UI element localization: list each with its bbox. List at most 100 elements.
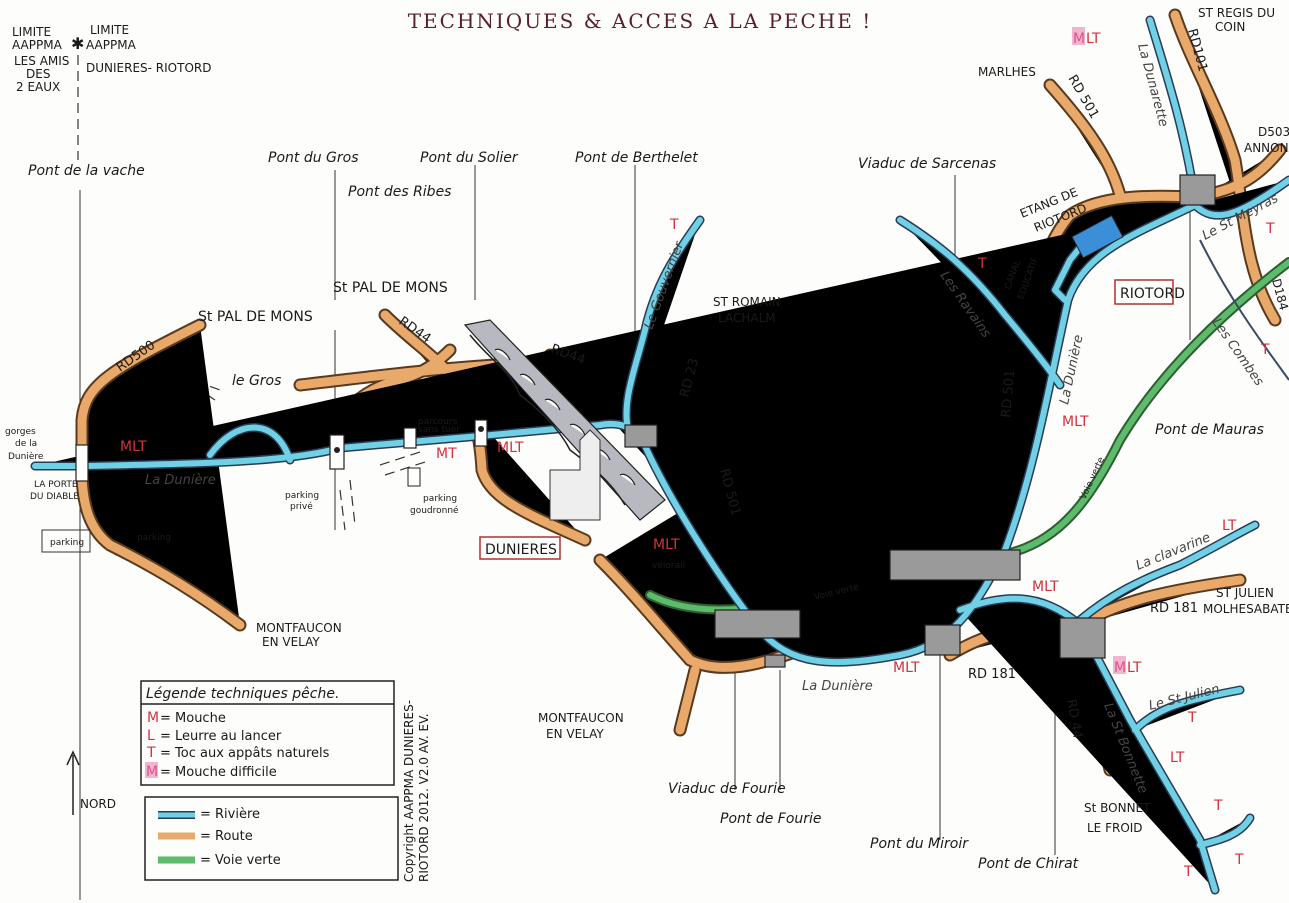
technique-code: MLT [1032, 579, 1059, 595]
road-d503: D503 [1258, 125, 1289, 139]
limit-star-icon: ✱ [71, 34, 84, 53]
bridge-labels: Pont de la vache Pont du Gros Pont des R… [28, 150, 1264, 872]
dunieres-viaduct [463, 319, 666, 521]
limit-left-4: DES [26, 67, 50, 81]
technique-code: LT [1086, 31, 1101, 47]
place-st-julien-1: ST JULIEN [1216, 586, 1274, 600]
legend-key-m: M [147, 710, 159, 726]
place-parking-goudronne-2: goudronné [410, 505, 459, 516]
legend-label-leurre: = Leurre au lancer [160, 729, 282, 744]
place-gorges-2: de la [15, 439, 37, 449]
legend-label-toc: = Toc aux appâts naturels [160, 746, 330, 761]
place-parking-1: parking [50, 538, 84, 548]
north-label: NORD [80, 797, 116, 811]
technique-code: MLT [893, 660, 920, 676]
place-parking-2: parking [137, 533, 171, 543]
technique-code: MLT [120, 439, 147, 455]
place-st-regis-2: COIN [1215, 20, 1245, 34]
place-velorail: vélorail [652, 560, 685, 571]
legend-key-m-difficult: M [146, 764, 158, 780]
legend-greenway-label: = Voie verte [200, 853, 281, 868]
place-st-bonnet-2: LE FROID [1087, 821, 1143, 835]
road-rd501-b: RD 501 [999, 369, 1018, 418]
limit-right-1: LIMITE [90, 23, 129, 37]
technique-code: T [977, 256, 987, 272]
place-marlhes: MARLHES [978, 65, 1036, 79]
technique-code: T [1187, 710, 1197, 726]
technique-code: MT [436, 446, 457, 462]
technique-code: MLT [497, 440, 524, 456]
place-gorges-3: Dunière [8, 451, 44, 462]
limit-left-1: LIMITE [12, 25, 51, 39]
bridge-viaduc-de-sarcenas: Viaduc de Sarcenas [858, 156, 996, 172]
place-parcours-1: parcours [418, 417, 458, 427]
technique-difficult-m: M [1114, 660, 1126, 676]
technique-code: LT [1127, 660, 1142, 676]
road-rd181-b: RD 181 [1150, 601, 1198, 616]
place-montfaucon-1a: MONTFAUCON [256, 621, 342, 635]
technique-code: T [1183, 864, 1193, 880]
etang-riotord-pond [1071, 214, 1124, 259]
rivers [35, 20, 1289, 890]
place-annonay: ANNONAY [1244, 141, 1289, 155]
legend-title: Légende techniques pêche. [146, 686, 339, 702]
technique-codes: MLT MT MLT MLT M LT MLT MLT MLT M LT LT … [120, 27, 1275, 880]
legend-label-mouche-difficile: = Mouche difficile [160, 765, 277, 780]
road-rd44-c: RD 44 [1063, 698, 1085, 740]
bridge-pont-du-gros: Pont du Gros [268, 150, 359, 166]
place-dunieres: DUNIERES [485, 542, 557, 558]
place-montfaucon-1b: EN VELAY [262, 635, 320, 649]
limit-right-2: AAPPMA [86, 38, 137, 52]
place-st-regis-1: ST REGIS DU [1198, 6, 1275, 20]
river-la-duniere-b: La Dunière [802, 679, 873, 694]
legend-key-t: T [146, 745, 156, 761]
river-la-duniere-a: La Dunière [145, 473, 216, 488]
limit-right-3: DUNIERES- RIOTORD [86, 61, 211, 75]
bridge-pont-de-fourie: Pont de Fourie [720, 811, 822, 827]
technique-code: T [669, 217, 679, 233]
place-parking-goudronne-1: parking [423, 494, 457, 504]
legend-road-label: = Route [200, 829, 253, 844]
bridge-pont-des-ribes: Pont des Ribes [348, 184, 451, 200]
place-st-pal-de-mons-1: St PAL DE MONS [198, 309, 313, 325]
technique-code: T [1234, 852, 1244, 868]
place-st-romain-1: ST ROMAIN [713, 295, 781, 309]
place-riotord: RIOTORD [1120, 286, 1185, 302]
difficult-fly-marker [1113, 656, 1126, 674]
technique-code: MLT [1062, 414, 1089, 430]
place-porte-diable-2: DU DIABLE [30, 492, 79, 502]
place-parking-prive-2: privé [290, 501, 313, 512]
technique-code: MLT [653, 537, 680, 553]
road-rd181-a: RD 181 [968, 667, 1016, 682]
place-st-bonnet-1: St BONNET [1084, 801, 1151, 815]
place-le-gros: le Gros [232, 373, 281, 389]
place-st-pal-de-mons-2: St PAL DE MONS [333, 280, 448, 296]
technique-code: T [1265, 221, 1275, 237]
legend-key-l: L [147, 728, 155, 744]
place-montfaucon-2a: MONTFAUCON [538, 711, 624, 725]
bridge-pont-de-mauras: Pont de Mauras [1155, 422, 1264, 438]
legend-techniques: Légende techniques pêche. M = Mouche L =… [140, 680, 395, 786]
legend-river-label: = Rivière [200, 807, 260, 822]
place-parking-prive-1: parking [285, 491, 319, 501]
bridge-pont-du-miroir: Pont du Miroir [870, 836, 969, 852]
copyright: Copyright AAPPMA DUNIERES- RIOTORD 2012.… [402, 700, 431, 882]
technique-code: LT [1170, 750, 1185, 766]
north-arrow: NORD [66, 750, 116, 815]
legend-label-mouche: = Mouche [160, 711, 226, 726]
place-st-julien-2: MOLHESABATE [1203, 602, 1289, 616]
copyright-line-1: Copyright AAPPMA DUNIERES- [402, 700, 416, 882]
limit-left-5: 2 EAUX [16, 80, 60, 94]
place-st-romain-2: LACHALM [718, 311, 776, 325]
bridge-pont-de-chirat: Pont de Chirat [978, 856, 1079, 872]
map-title: TECHNIQUES & ACCES A LA PECHE ! [408, 9, 873, 33]
bridge-pont-de-la-vache: Pont de la vache [28, 163, 145, 179]
riotord-town-box [1114, 279, 1174, 305]
north-arrow-icon [66, 750, 80, 815]
aappma-limit: LIMITE AAPPMA LES AMIS DES 2 EAUX ✱ LIMI… [12, 23, 211, 160]
legend-lines: = Rivière = Route = Voie verte [144, 796, 399, 881]
dunieres-town-box [479, 536, 561, 560]
technique-code: T [1213, 798, 1223, 814]
limit-left-3: LES AMIS [14, 54, 69, 68]
